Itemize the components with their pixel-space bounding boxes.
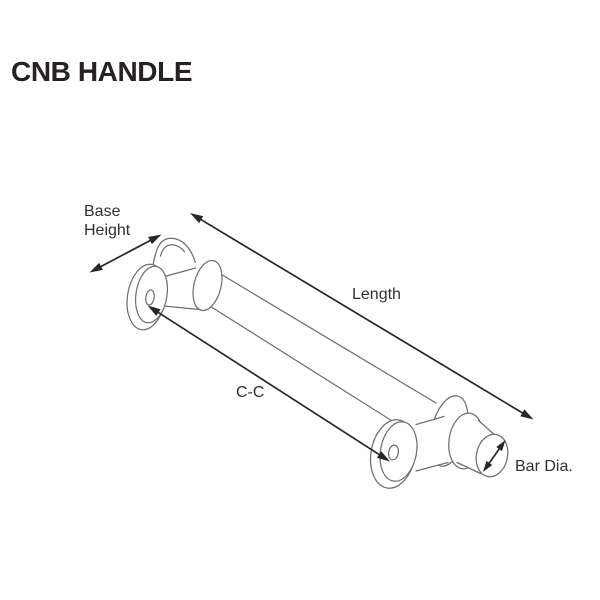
left-collar — [192, 259, 223, 312]
base-height-arrow — [89, 234, 162, 273]
dimension-label-center-to-center: C-C — [236, 384, 265, 401]
handle-bar — [208, 270, 454, 460]
dimension-label-length: Length — [352, 286, 401, 303]
left-base-plate — [126, 263, 169, 331]
bar-dia-arrow — [483, 440, 506, 472]
bar-far-end-cap — [152, 237, 196, 266]
dimension-label-base-height: Base Height — [84, 203, 131, 239]
right-post — [415, 415, 449, 472]
page-title: CNB HANDLE — [11, 56, 193, 87]
right-base-plate — [369, 419, 418, 489]
left-screw-hole — [145, 289, 155, 306]
right-screw-hole — [387, 444, 400, 461]
dimension-arrows — [89, 213, 534, 472]
left-post — [160, 267, 200, 311]
handle-artwork — [126, 237, 509, 489]
cc-arrow — [147, 305, 390, 462]
dimension-label-bar-diameter: Bar Dia. — [515, 458, 573, 475]
length-arrow — [190, 213, 534, 420]
